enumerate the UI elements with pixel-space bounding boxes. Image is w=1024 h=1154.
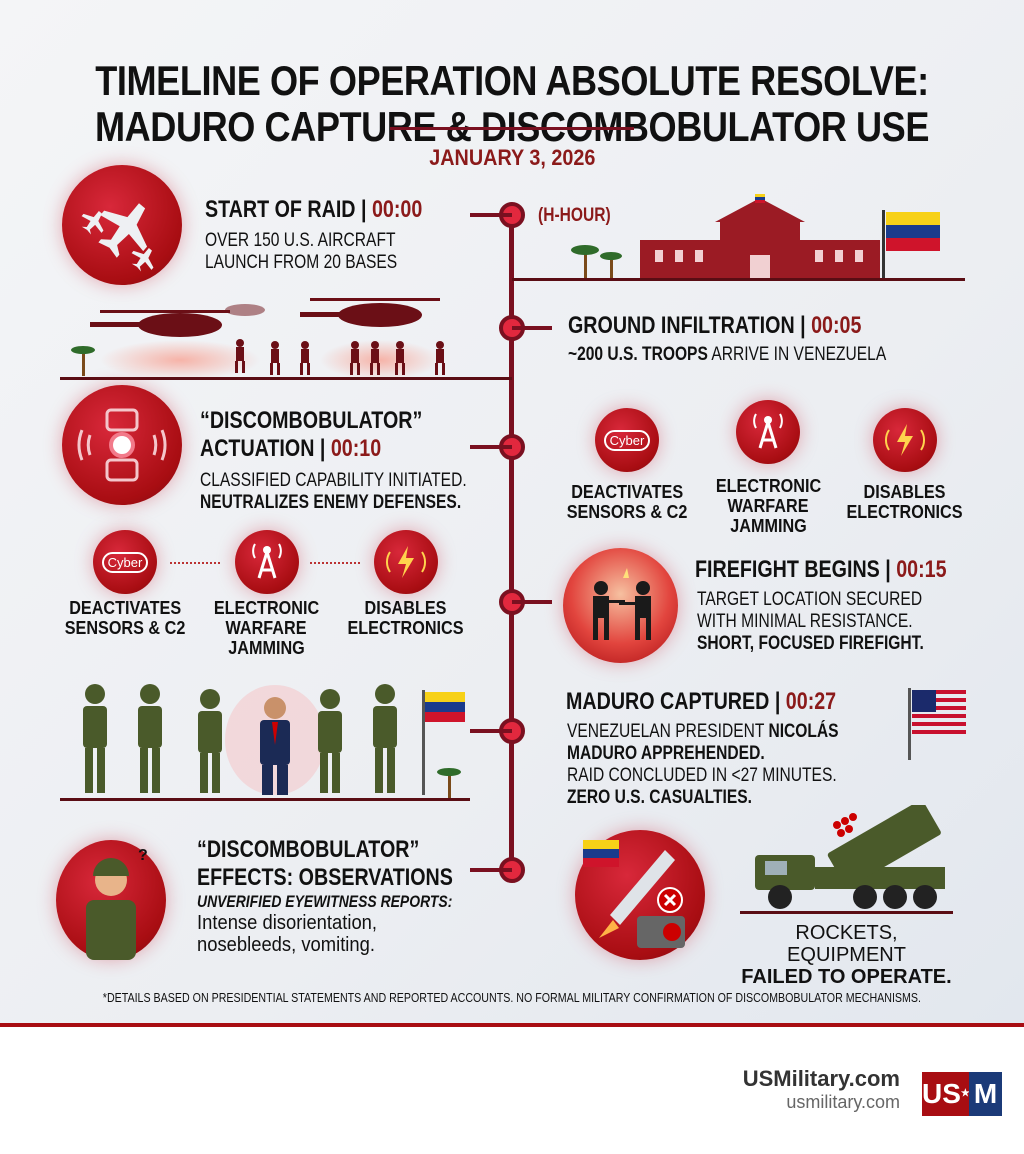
connector bbox=[470, 868, 512, 872]
cyber-icon: Cyber bbox=[595, 408, 659, 472]
us-flag-icon bbox=[908, 688, 966, 760]
rocket-launcher-truck-illustration bbox=[755, 805, 945, 909]
footer-rule bbox=[0, 1023, 1024, 1027]
footnote: *DETAILS BASED ON PRESIDENTIAL STATEMENT… bbox=[102, 990, 922, 1005]
antenna-icon bbox=[235, 530, 299, 594]
page-title: TIMELINE OF OPERATION ABSOLUTE RESOLVE: … bbox=[94, 57, 930, 150]
device-icon bbox=[62, 385, 182, 505]
h-hour-marker: (H-HOUR) bbox=[538, 205, 611, 226]
event-description: Intense disorientation,nosebleeds, vomit… bbox=[197, 912, 378, 956]
event-title: MADURO CAPTURED | 00:27 bbox=[566, 688, 837, 715]
brand-name: USMilitary.com bbox=[742, 1066, 900, 1091]
event-subtitle: UNVERIFIED EYEWITNESS REPORTS: bbox=[197, 892, 453, 911]
brand-text: USMilitary.com usmilitary.com bbox=[600, 1066, 900, 1113]
failed-missile-icon bbox=[575, 830, 705, 960]
ground-line bbox=[60, 798, 470, 801]
event-title: START OF RAID | 00:00 bbox=[205, 196, 423, 223]
dotted-connector bbox=[310, 562, 360, 564]
ground-line bbox=[740, 911, 953, 914]
connector bbox=[470, 445, 512, 449]
firefight-icon bbox=[563, 548, 678, 663]
connector bbox=[470, 213, 512, 217]
cyber-icon: Cyber bbox=[93, 530, 157, 594]
date: JANUARY 3, 2026 bbox=[428, 145, 596, 170]
lightning-icon bbox=[374, 530, 438, 594]
helicopters-troops-illustration bbox=[71, 298, 445, 380]
connector bbox=[470, 729, 512, 733]
ground-line bbox=[512, 278, 965, 281]
event-title: “DISCOMBOBULATOR”ACTUATION | 00:10 bbox=[200, 407, 423, 462]
ground-line bbox=[60, 377, 512, 380]
svg-text:?: ? bbox=[138, 847, 148, 864]
event-title: “DISCOMBOBULATOR”EFFECTS: OBSERVATIONS bbox=[197, 836, 453, 891]
palace-illustration bbox=[571, 194, 940, 280]
capture-scene-illustration bbox=[83, 684, 465, 798]
title-divider bbox=[390, 127, 634, 130]
dotted-connector bbox=[170, 562, 220, 564]
brand-logo: US★ M bbox=[922, 1072, 1002, 1116]
brand-url[interactable]: usmilitary.com bbox=[786, 1092, 900, 1112]
connector bbox=[512, 326, 552, 330]
timeline-line bbox=[509, 215, 514, 871]
antenna-icon bbox=[736, 400, 800, 464]
event-description: CLASSIFIED CAPABILITY INITIATED.NEUTRALI… bbox=[200, 470, 467, 513]
connector bbox=[512, 600, 552, 604]
confused-soldier-icon: ? bbox=[56, 840, 166, 960]
event-description: ~200 U.S. TROOPS ARRIVE IN VENEZUELA bbox=[568, 344, 887, 365]
lightning-icon bbox=[873, 408, 937, 472]
event-title: GROUND INFILTRATION | 00:05 bbox=[568, 312, 862, 339]
event-title: FIREFIGHT BEGINS | 00:15 bbox=[695, 556, 947, 583]
aircraft-icon bbox=[62, 165, 182, 285]
